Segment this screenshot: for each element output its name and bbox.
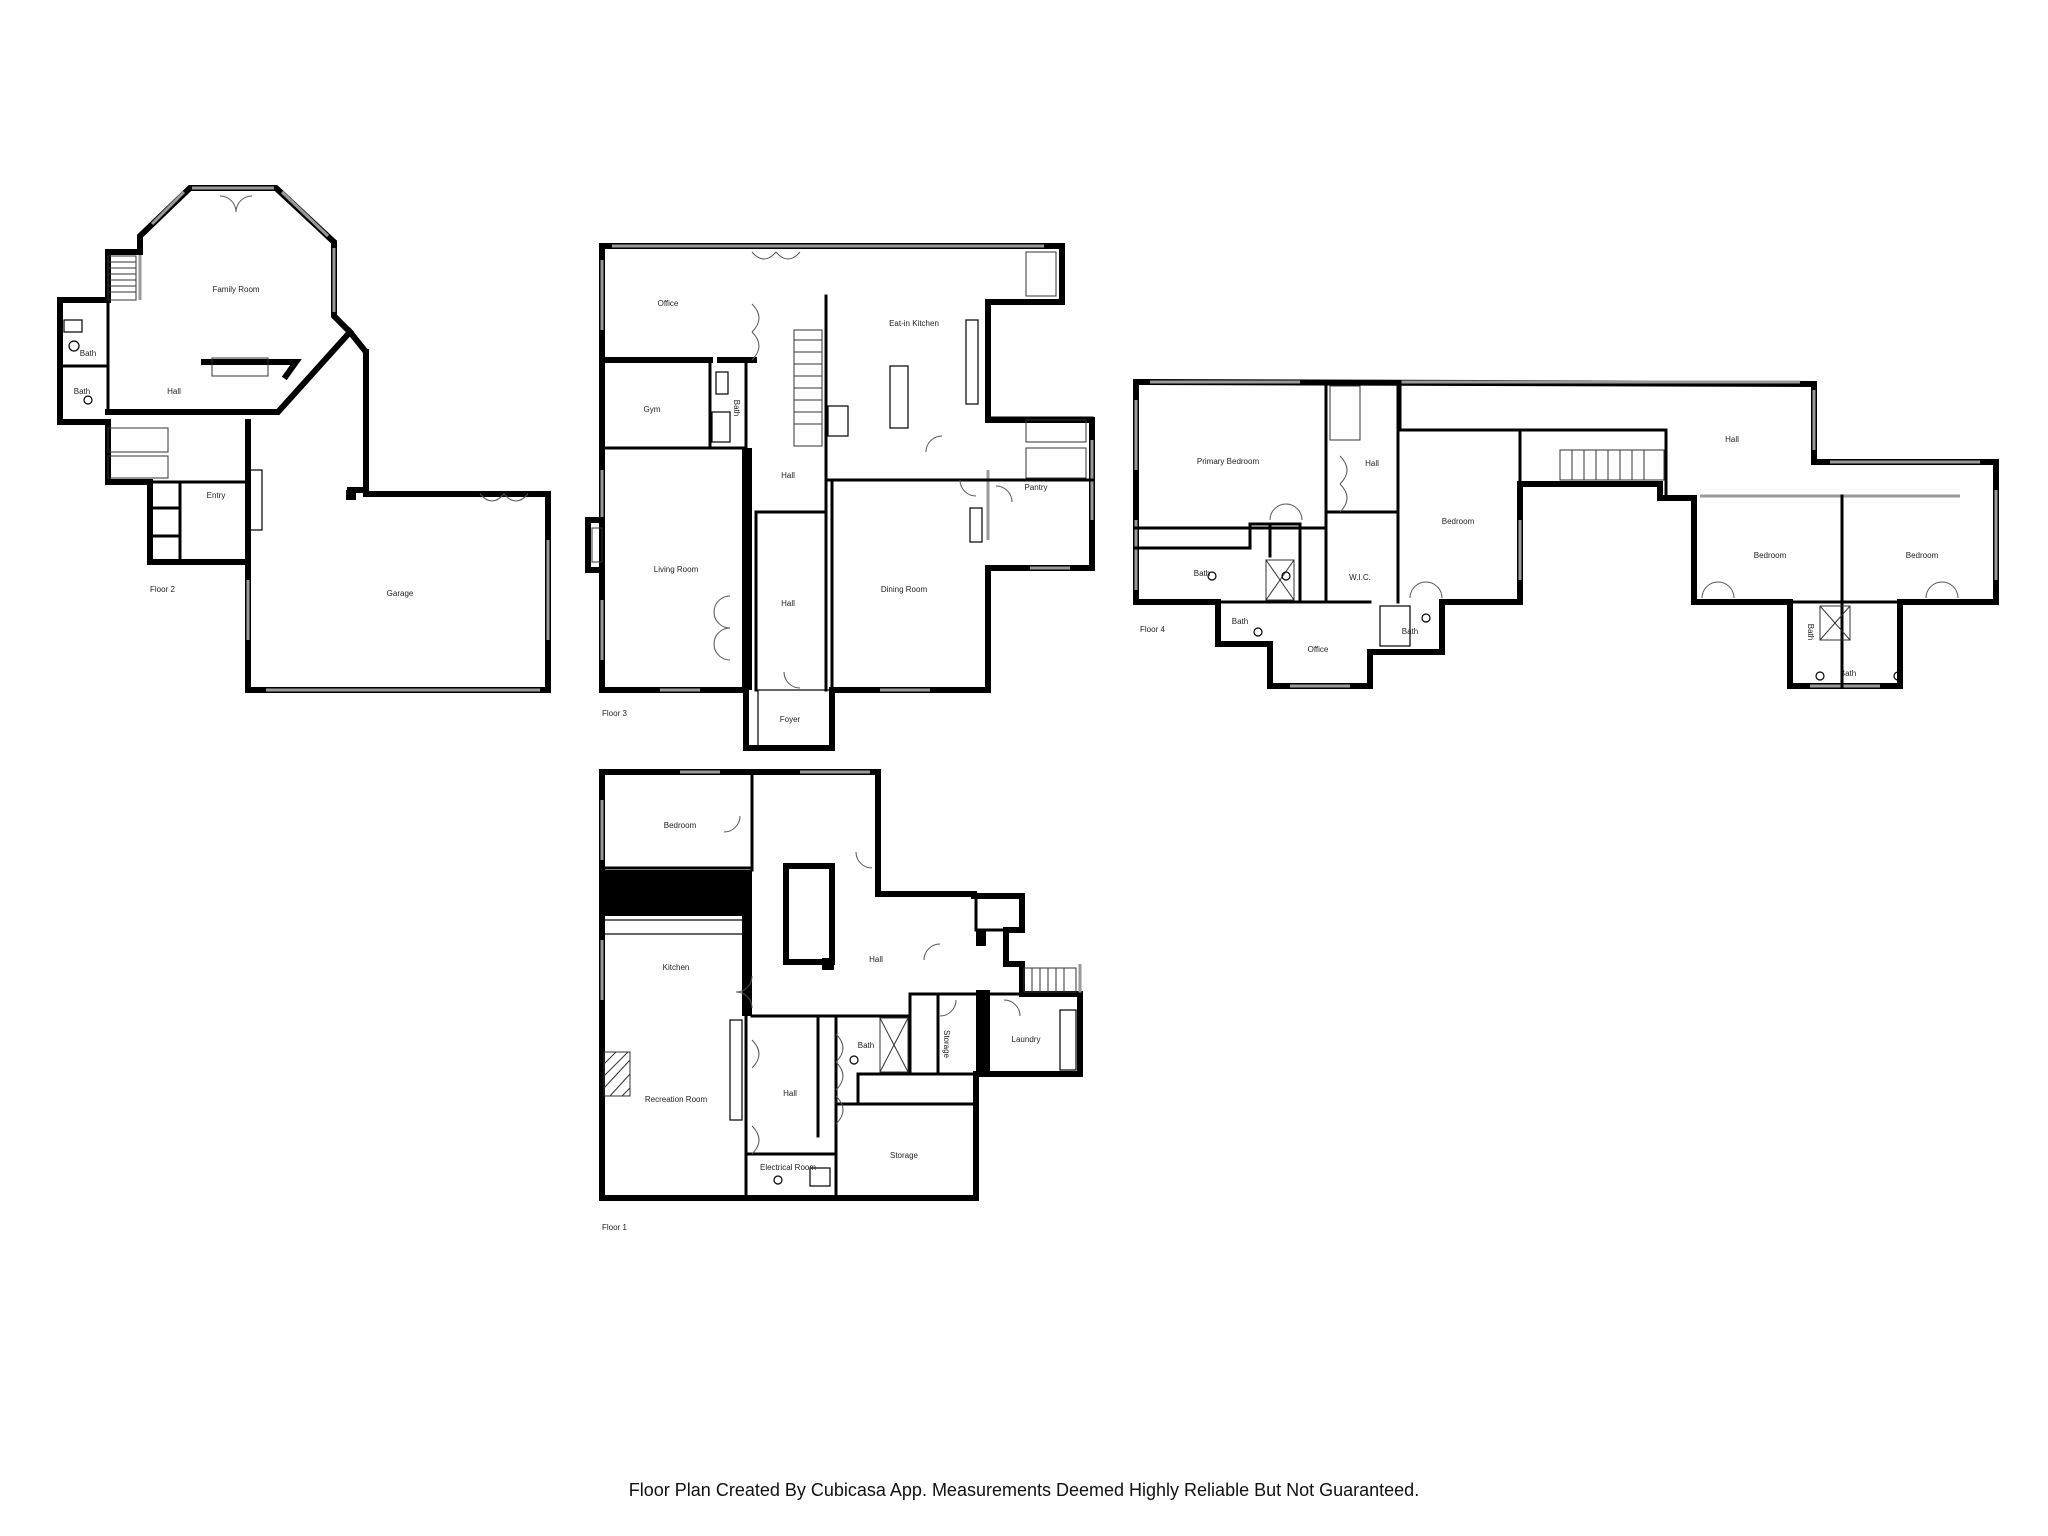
bedroom-label: Bedroom: [1906, 551, 1939, 560]
hall-label: Hall: [869, 955, 883, 964]
family-room-wall: [137, 185, 355, 337]
floor-3-outer-wall: [599, 243, 1095, 751]
hall-label: Hall: [781, 599, 795, 608]
bath-label: Bath: [1840, 669, 1856, 678]
bath-label: Bath: [732, 400, 741, 416]
pantry-label: Pantry: [1024, 483, 1047, 492]
storage-label: Storage: [942, 1030, 951, 1059]
floor-1-label: Floor 1: [602, 1223, 627, 1232]
garage-wall: [245, 349, 551, 693]
dining-room-label: Dining Room: [881, 585, 928, 594]
floor-4-label: Floor 4: [1140, 625, 1165, 634]
living-room-label: Living Room: [654, 565, 699, 574]
electrical-room-label: Electrical Room: [760, 1163, 816, 1172]
office-label: Office: [1308, 645, 1329, 654]
garage-label: Garage: [387, 589, 414, 598]
hall-label: Hall: [167, 387, 181, 396]
bath-label: Bath: [1402, 627, 1418, 636]
floor-3-plan: [585, 243, 1095, 751]
floor-3-label: Floor 3: [602, 709, 627, 718]
bath-label: Bath: [1232, 617, 1248, 626]
floor-4-plan: [1132, 378, 1999, 689]
floor-1-outer-wall: [599, 769, 1083, 1201]
floor-4-outer-wall: [1132, 378, 1999, 689]
floor-1-plan: [599, 769, 1083, 1201]
gym-label: Gym: [644, 405, 661, 414]
hall-label: Hall: [781, 471, 795, 480]
bath-label: Bath: [74, 387, 90, 396]
hall-label: Hall: [1365, 459, 1379, 468]
foyer-label: Foyer: [780, 715, 801, 724]
bath-label: Bath: [1194, 569, 1210, 578]
office-label: Office: [658, 299, 679, 308]
kitchen-label: Kitchen: [663, 963, 690, 972]
family-room-label: Family Room: [212, 285, 259, 294]
bedroom-label: Bedroom: [664, 821, 697, 830]
disclaimer-footer: Floor Plan Created By Cubicasa App. Meas…: [628, 1480, 1420, 1500]
bedroom-label: Bedroom: [1754, 551, 1787, 560]
laundry-label: Laundry: [1012, 1035, 1041, 1044]
eat-in-kitchen-label: Eat-in Kitchen: [889, 319, 939, 328]
storage-label: Storage: [890, 1151, 919, 1160]
primary-bedroom-label: Primary Bedroom: [1197, 457, 1260, 466]
hall-label: Hall: [783, 1089, 797, 1098]
entry-label: Entry: [207, 491, 226, 500]
floor-2-west-wall: [57, 249, 143, 425]
bedroom-label: Bedroom: [1442, 517, 1475, 526]
entry-wall: [105, 419, 251, 565]
bath-label: Bath: [80, 349, 96, 358]
floor-2-label: Floor 2: [150, 585, 175, 594]
bath-label: Bath: [1806, 624, 1815, 640]
floor-2-plan: [57, 185, 551, 693]
kitchen-island: [783, 863, 835, 965]
recreation-room-label: Recreation Room: [645, 1095, 708, 1104]
floor-2-hall-wall: [105, 327, 369, 493]
hall-label: Hall: [1725, 435, 1739, 444]
bath-label: Bath: [858, 1041, 874, 1050]
wic-label: W.I.C.: [1349, 573, 1371, 582]
